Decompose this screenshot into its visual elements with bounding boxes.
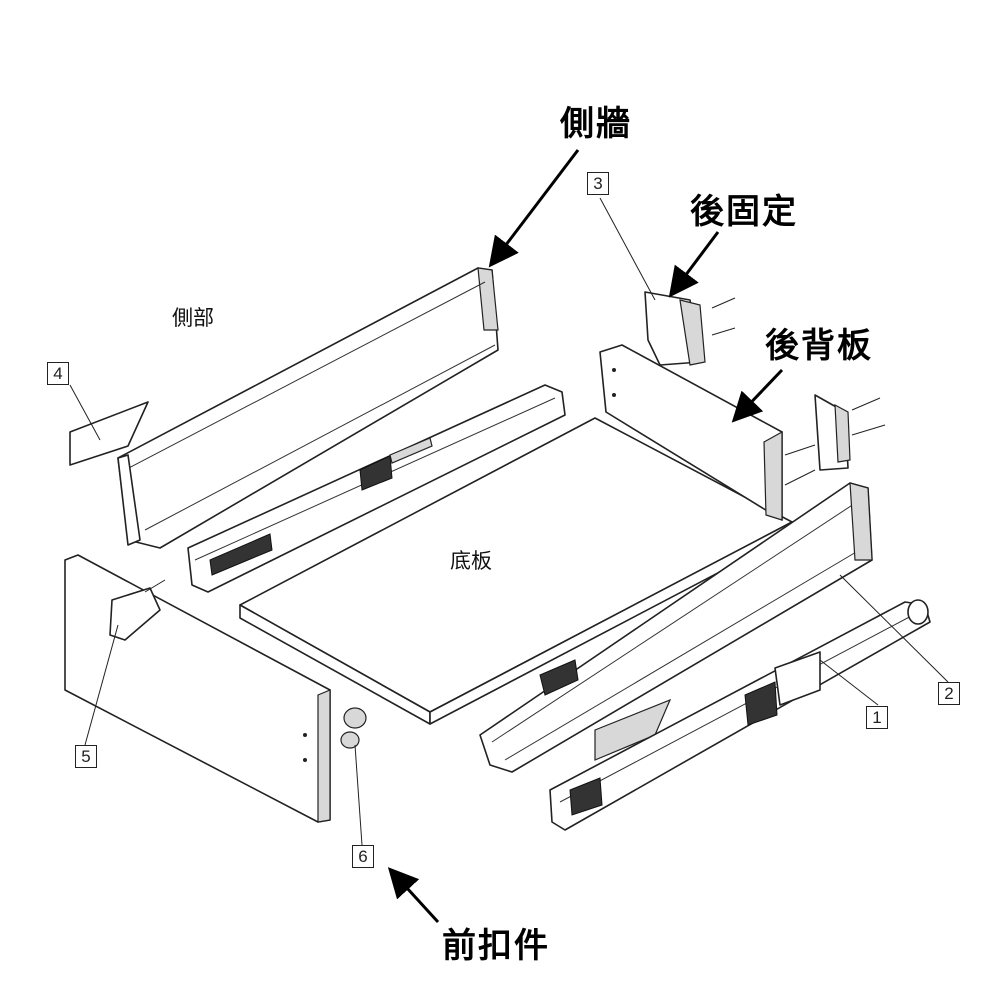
callout-1: 1 — [866, 706, 888, 729]
left-runner — [187, 384, 566, 593]
label-side-part: 側部 — [172, 306, 214, 330]
back-panel-arrow — [731, 368, 784, 423]
rear-fixing-bracket — [644, 291, 886, 486]
callout-4: 4 — [47, 362, 69, 385]
left-side-wall — [117, 267, 499, 549]
label-front-fastener: 前扣件 — [442, 926, 550, 966]
label-back-panel: 後背板 — [765, 326, 873, 366]
label-side-wall: 側牆 — [560, 104, 632, 144]
right-runner — [549, 599, 931, 831]
right-side-wall — [479, 482, 873, 773]
bottom-panel — [239, 417, 793, 725]
back-panel — [599, 344, 783, 521]
side-wall-arrow — [488, 149, 580, 268]
label-rear-fixing: 後固定 — [690, 192, 798, 232]
callout-3: 3 — [587, 172, 609, 195]
front-fastener — [340, 707, 367, 749]
front-panel — [64, 554, 331, 823]
front-fastener-arrow — [387, 867, 440, 924]
rear-fixing-arrow — [668, 231, 720, 298]
callout-6: 6 — [352, 845, 374, 868]
callout-5: 5 — [75, 745, 97, 768]
callout-2: 2 — [938, 682, 960, 705]
side-cover-piece — [69, 401, 149, 466]
label-bottom-panel: 底板 — [450, 549, 492, 573]
callout-leaders — [69, 197, 949, 846]
